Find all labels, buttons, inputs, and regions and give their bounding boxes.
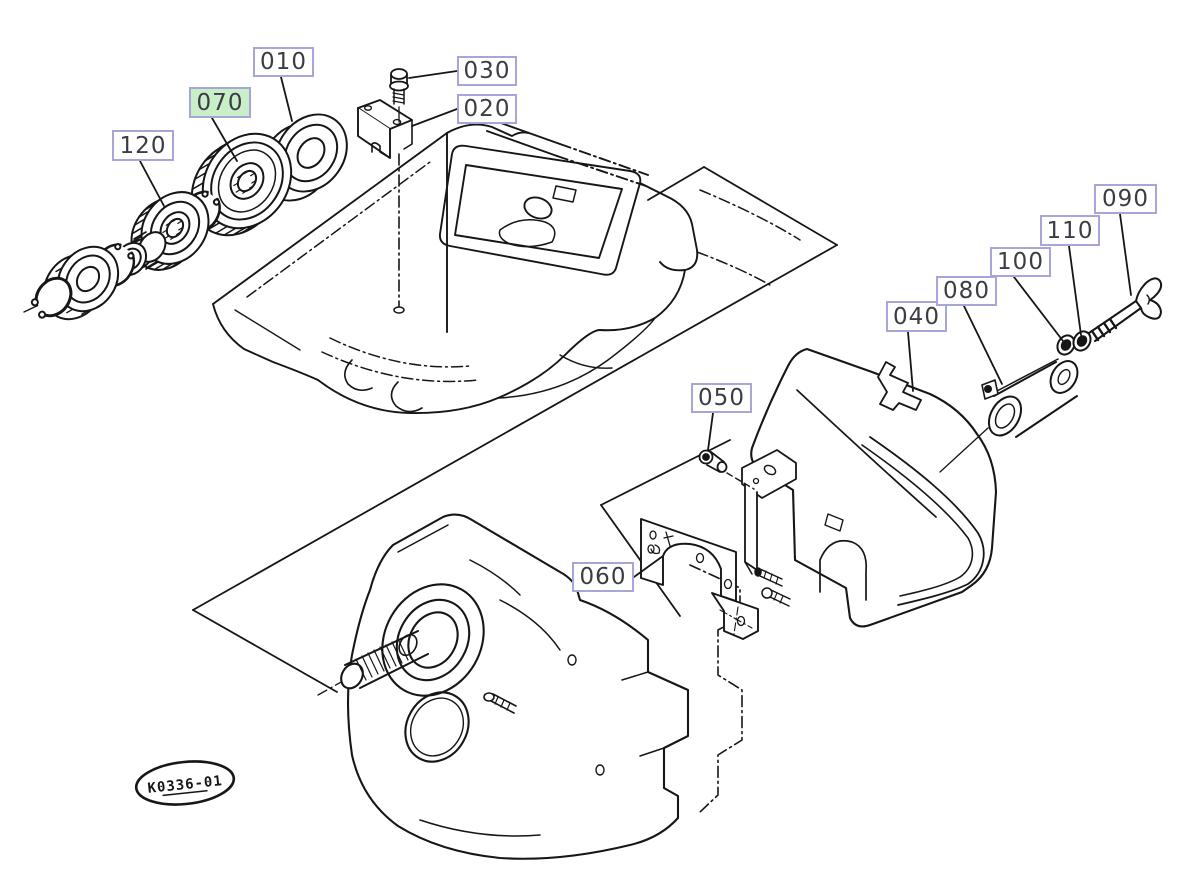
bolt-050 xyxy=(698,449,755,490)
part-label-060[interactable]: 060 xyxy=(572,562,634,592)
clamp-020 xyxy=(357,99,413,159)
transmission-housing-top xyxy=(212,121,801,414)
bracket-060 xyxy=(640,518,791,640)
leader-line-120 xyxy=(139,160,165,207)
bracket-step-block xyxy=(711,592,759,640)
part-label-050[interactable]: 050 xyxy=(691,383,752,413)
part-label-100[interactable]: 100 xyxy=(990,247,1051,277)
splined-shaft xyxy=(340,630,429,690)
cover-foot-bracket xyxy=(741,449,797,575)
leader-line-100 xyxy=(1013,276,1064,342)
part-label-110[interactable]: 110 xyxy=(1040,215,1100,246)
leader-line-030 xyxy=(408,70,458,79)
wing-bolt-090 xyxy=(1088,277,1163,342)
stud-bolt xyxy=(483,692,517,714)
part-label-010[interactable]: 010 xyxy=(253,47,314,77)
cover-tab-040 xyxy=(877,361,922,411)
cylinder-axis-line xyxy=(939,427,989,473)
leader-line-060 xyxy=(633,555,664,578)
part-label-070[interactable]: 070 xyxy=(189,87,251,118)
part-label-080[interactable]: 080 xyxy=(936,276,997,306)
leader-lines xyxy=(139,70,1132,578)
part-label-030[interactable]: 030 xyxy=(457,56,517,86)
drawing-number-stamp: K0336-01 xyxy=(134,760,236,806)
leader-line-040 xyxy=(907,331,914,392)
washer-110 xyxy=(1072,330,1092,352)
bracket-fasteners xyxy=(754,567,791,607)
cover-shield xyxy=(741,347,998,628)
leader-line-070 xyxy=(211,117,238,162)
part-label-020[interactable]: 020 xyxy=(457,94,517,124)
leader-line-090 xyxy=(1119,213,1132,296)
leader-line-050 xyxy=(707,412,714,451)
part-label-090[interactable]: 090 xyxy=(1094,184,1157,214)
leader-line-080 xyxy=(963,305,1003,385)
part-label-040[interactable]: 040 xyxy=(886,301,947,332)
bolt-030 xyxy=(389,68,409,123)
c-clip xyxy=(30,276,73,319)
leader-line-020 xyxy=(411,108,458,127)
part-label-120[interactable]: 120 xyxy=(112,130,174,161)
gearbox-housing xyxy=(317,513,743,860)
cylinder-080 xyxy=(981,358,1079,438)
leader-line-110 xyxy=(1068,245,1082,336)
leader-line-010 xyxy=(280,76,293,122)
